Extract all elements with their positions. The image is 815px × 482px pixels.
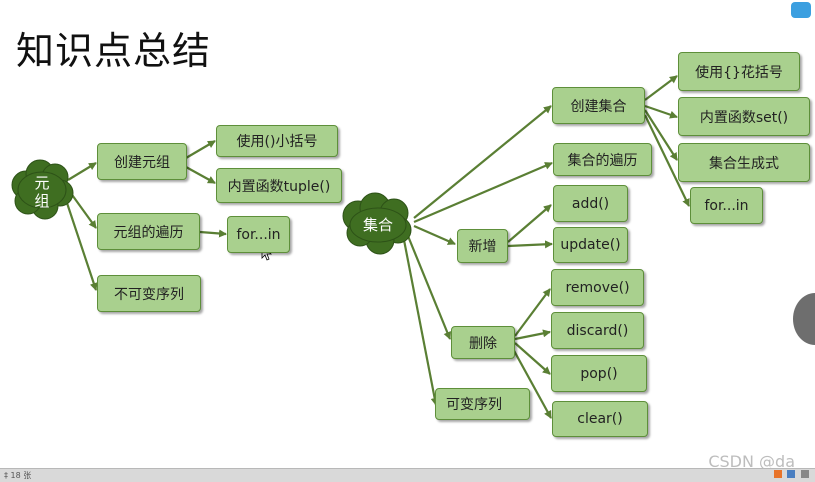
arrow-set-mutable (402, 239, 439, 406)
node-set-mutable: 可变序列 (435, 388, 530, 420)
arrow-create-comprehension (644, 109, 678, 161)
arrow-set-add (413, 224, 456, 246)
arrow-traverse-forin (199, 229, 227, 238)
node-tuple-traverse: 元组的遍历 (97, 213, 200, 250)
corner-badge-icon (791, 2, 811, 18)
arrow-set-traverse (413, 161, 553, 224)
arrow-set-create (413, 105, 552, 219)
node-set-forin: for...in (690, 187, 763, 224)
node-set-add-update: update() (553, 227, 628, 263)
cloud-tuple-label-line2: 组 (34, 192, 50, 210)
node-set-traverse: 集合的遍历 (553, 143, 652, 176)
arrow-tuple-immutable (64, 199, 98, 291)
arrow-add-add (507, 204, 552, 243)
cloud-tuple (11, 159, 74, 220)
arrow-delete-clear (511, 346, 552, 419)
node-tuple-forin: for...in (227, 216, 290, 253)
node-set-add: 新增 (457, 229, 508, 263)
node-set-create: 创建集合 (552, 87, 645, 124)
cloud-tuple-label-line1: 元 (34, 174, 50, 192)
node-set-comprehension: 集合生成式 (678, 143, 810, 182)
node-set-braces: 使用{}花括号 (678, 52, 800, 91)
tray-icon-3[interactable] (801, 470, 809, 478)
node-set-add-add: add() (553, 185, 628, 222)
cloud-set (342, 192, 412, 255)
watermark: CSDN @da (708, 452, 795, 471)
slide-title: 知识点总结 (16, 29, 212, 73)
cloud-set-label: 集合 (362, 216, 393, 234)
node-set-delete-pop: pop() (551, 355, 647, 392)
arrow-delete-discard (514, 329, 551, 341)
arrow-delete-pop (514, 342, 551, 375)
node-set-delete-clear: clear() (552, 401, 648, 437)
ime-icon[interactable] (773, 470, 782, 478)
node-set-delete-remove: remove() (551, 269, 644, 306)
node-set-function: 内置函数set() (678, 97, 810, 136)
node-tuple-function: 内置函数tuple() (216, 168, 342, 203)
arrow-create-parens (185, 140, 216, 159)
node-tuple-create: 创建元组 (97, 143, 187, 180)
tray-icon-2[interactable] (787, 470, 796, 478)
node-set-delete-discard: discard() (551, 312, 644, 349)
node-tuple-immutable: 不可变序列 (97, 275, 201, 312)
side-scroll-handle[interactable] (793, 293, 815, 345)
cloud-tuple-label: 元 组 (27, 174, 57, 210)
arrow-traverse-set-forin (644, 114, 690, 207)
tray-icons (773, 470, 809, 480)
arrow-tuple-traverse (69, 191, 97, 229)
arrow-add-update (507, 240, 553, 249)
arrow-create-braces (644, 75, 678, 101)
slide-count: ‡ 18 张 (4, 471, 32, 480)
node-tuple-parens: 使用()小括号 (216, 125, 338, 157)
arrow-set-delete (406, 235, 452, 340)
arrow-create-tuplefn (185, 166, 216, 184)
node-set-delete: 删除 (451, 326, 515, 359)
status-bar: ‡ 18 张 (0, 468, 815, 482)
arrow-create-setfn (644, 104, 678, 119)
arrow-delete-remove (514, 288, 551, 337)
arrow-tuple-create (67, 162, 97, 181)
